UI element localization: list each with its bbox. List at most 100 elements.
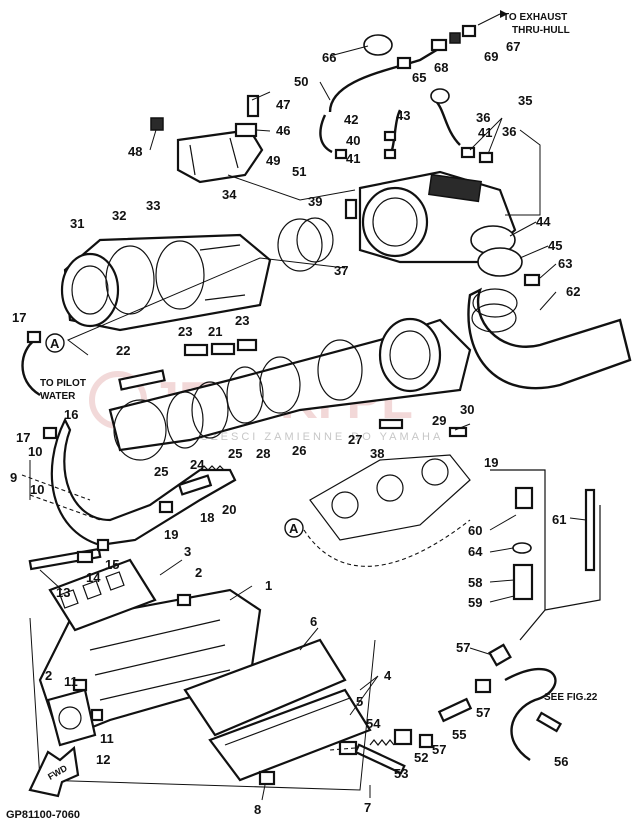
gasket-6 bbox=[183, 638, 347, 737]
callout-48: 48 bbox=[128, 144, 142, 159]
callout-17a: 17 bbox=[12, 310, 26, 325]
ring-28 bbox=[259, 356, 301, 414]
callout-62: 62 bbox=[566, 284, 580, 299]
callout-45: 45 bbox=[548, 238, 562, 253]
callout-1: 1 bbox=[265, 578, 272, 593]
callout-28: 28 bbox=[256, 446, 270, 461]
nut-48 bbox=[150, 117, 164, 131]
callout-23a: 23 bbox=[178, 324, 192, 339]
callout-65: 65 bbox=[412, 70, 426, 85]
callout-46: 46 bbox=[276, 123, 290, 138]
clamp-25b bbox=[226, 366, 264, 424]
screw-63 bbox=[523, 273, 541, 287]
callout-11a: 11 bbox=[64, 674, 78, 689]
callout-47: 47 bbox=[276, 97, 290, 112]
callout-36a: 36 bbox=[476, 110, 490, 125]
callout-55: 55 bbox=[452, 727, 466, 742]
fwd-arrow: FWD bbox=[28, 745, 80, 798]
callout-56: 56 bbox=[554, 754, 568, 769]
water-jacket bbox=[21, 417, 237, 571]
middle-exhaust-pipe bbox=[108, 317, 472, 461]
callout-19a: 19 bbox=[164, 527, 178, 542]
callout-42: 42 bbox=[344, 112, 358, 127]
exhaust-manifold bbox=[38, 558, 262, 747]
callout-38: 38 bbox=[370, 446, 384, 461]
check-55 bbox=[437, 697, 473, 723]
stud-2b bbox=[72, 678, 88, 692]
bolt-8 bbox=[258, 770, 276, 786]
callout-34: 34 bbox=[222, 187, 237, 202]
note-see-fig: SEE FIG.22 bbox=[544, 692, 598, 703]
flange-30 bbox=[378, 317, 442, 393]
callout-11b: 11 bbox=[100, 731, 114, 746]
clamp-43 bbox=[430, 88, 450, 104]
joint-24 bbox=[191, 381, 229, 439]
callout-36b: 36 bbox=[502, 124, 516, 139]
pin-11b bbox=[90, 708, 104, 722]
callout-44: 44 bbox=[536, 214, 551, 229]
callout-21: 21 bbox=[208, 324, 222, 339]
cover-12 bbox=[46, 688, 97, 747]
clamp-66 bbox=[363, 34, 393, 56]
hose-49 bbox=[319, 114, 333, 154]
callout-53: 53 bbox=[394, 766, 408, 781]
oring-64 bbox=[512, 542, 532, 554]
callout-32: 32 bbox=[112, 208, 126, 223]
fitting-21 bbox=[210, 342, 236, 356]
exhaust-arrow bbox=[477, 13, 501, 26]
callout-63: 63 bbox=[558, 256, 572, 271]
gasket-3 bbox=[48, 558, 157, 632]
callout-19b: 19 bbox=[484, 455, 498, 470]
hose-56 bbox=[504, 667, 557, 761]
exhaust-chamber-upper bbox=[344, 170, 541, 287]
pilot-hose: A bbox=[21, 330, 65, 440]
fitting-57c bbox=[418, 733, 434, 749]
callout-3: 3 bbox=[184, 544, 191, 559]
callout-8: 8 bbox=[254, 802, 261, 817]
ref-circle-a-top bbox=[45, 333, 65, 353]
callout-30: 30 bbox=[460, 402, 474, 417]
fitting-19b bbox=[448, 426, 468, 438]
callout-27: 27 bbox=[348, 432, 362, 447]
cylinder-gasket: A bbox=[284, 454, 471, 567]
callout-17b: 17 bbox=[16, 430, 30, 445]
pipe-18 bbox=[177, 474, 213, 496]
washer-15 bbox=[96, 538, 110, 552]
spring-53 bbox=[369, 739, 395, 746]
mount-bracket bbox=[150, 94, 264, 184]
gasket-33 bbox=[155, 240, 205, 310]
rod-61 bbox=[584, 488, 596, 572]
cap-54 bbox=[338, 740, 358, 756]
callout-10a: 10 bbox=[28, 444, 42, 459]
exhaust-hose-62 bbox=[467, 287, 632, 390]
fitting-57a bbox=[488, 643, 512, 667]
clamp-17a bbox=[26, 330, 42, 344]
callout-22: 22 bbox=[116, 343, 130, 358]
callout-6: 6 bbox=[310, 614, 317, 629]
callout-13: 13 bbox=[56, 585, 70, 600]
valve-assembly bbox=[329, 469, 601, 761]
hose-43 bbox=[434, 99, 461, 146]
callout-67: 67 bbox=[506, 39, 520, 54]
callout-25a: 25 bbox=[154, 464, 168, 479]
gasket-34 bbox=[277, 218, 323, 272]
callout-4: 4 bbox=[384, 668, 392, 683]
bolt-39 bbox=[344, 198, 358, 220]
callout-40: 40 bbox=[346, 133, 360, 148]
washer-69 bbox=[449, 32, 461, 44]
fitting-67 bbox=[461, 24, 477, 38]
clamp-36b bbox=[478, 151, 494, 164]
callout-43: 43 bbox=[396, 108, 410, 123]
callout-2a: 2 bbox=[195, 565, 202, 580]
callout-57a: 57 bbox=[456, 640, 470, 655]
watermark-sub: CZESCI ZAMIENNE DO YAMAHA bbox=[200, 431, 443, 443]
callout-25b: 25 bbox=[228, 446, 242, 461]
pipe-23a bbox=[183, 343, 209, 357]
fitting-57b bbox=[474, 678, 492, 694]
top-hose-assembly bbox=[319, 10, 508, 164]
cover-5 bbox=[208, 688, 372, 782]
callout-41a: 41 bbox=[346, 151, 360, 166]
clamp-45 bbox=[477, 247, 523, 277]
pipe-23b bbox=[236, 338, 258, 352]
callout-18: 18 bbox=[200, 510, 214, 525]
